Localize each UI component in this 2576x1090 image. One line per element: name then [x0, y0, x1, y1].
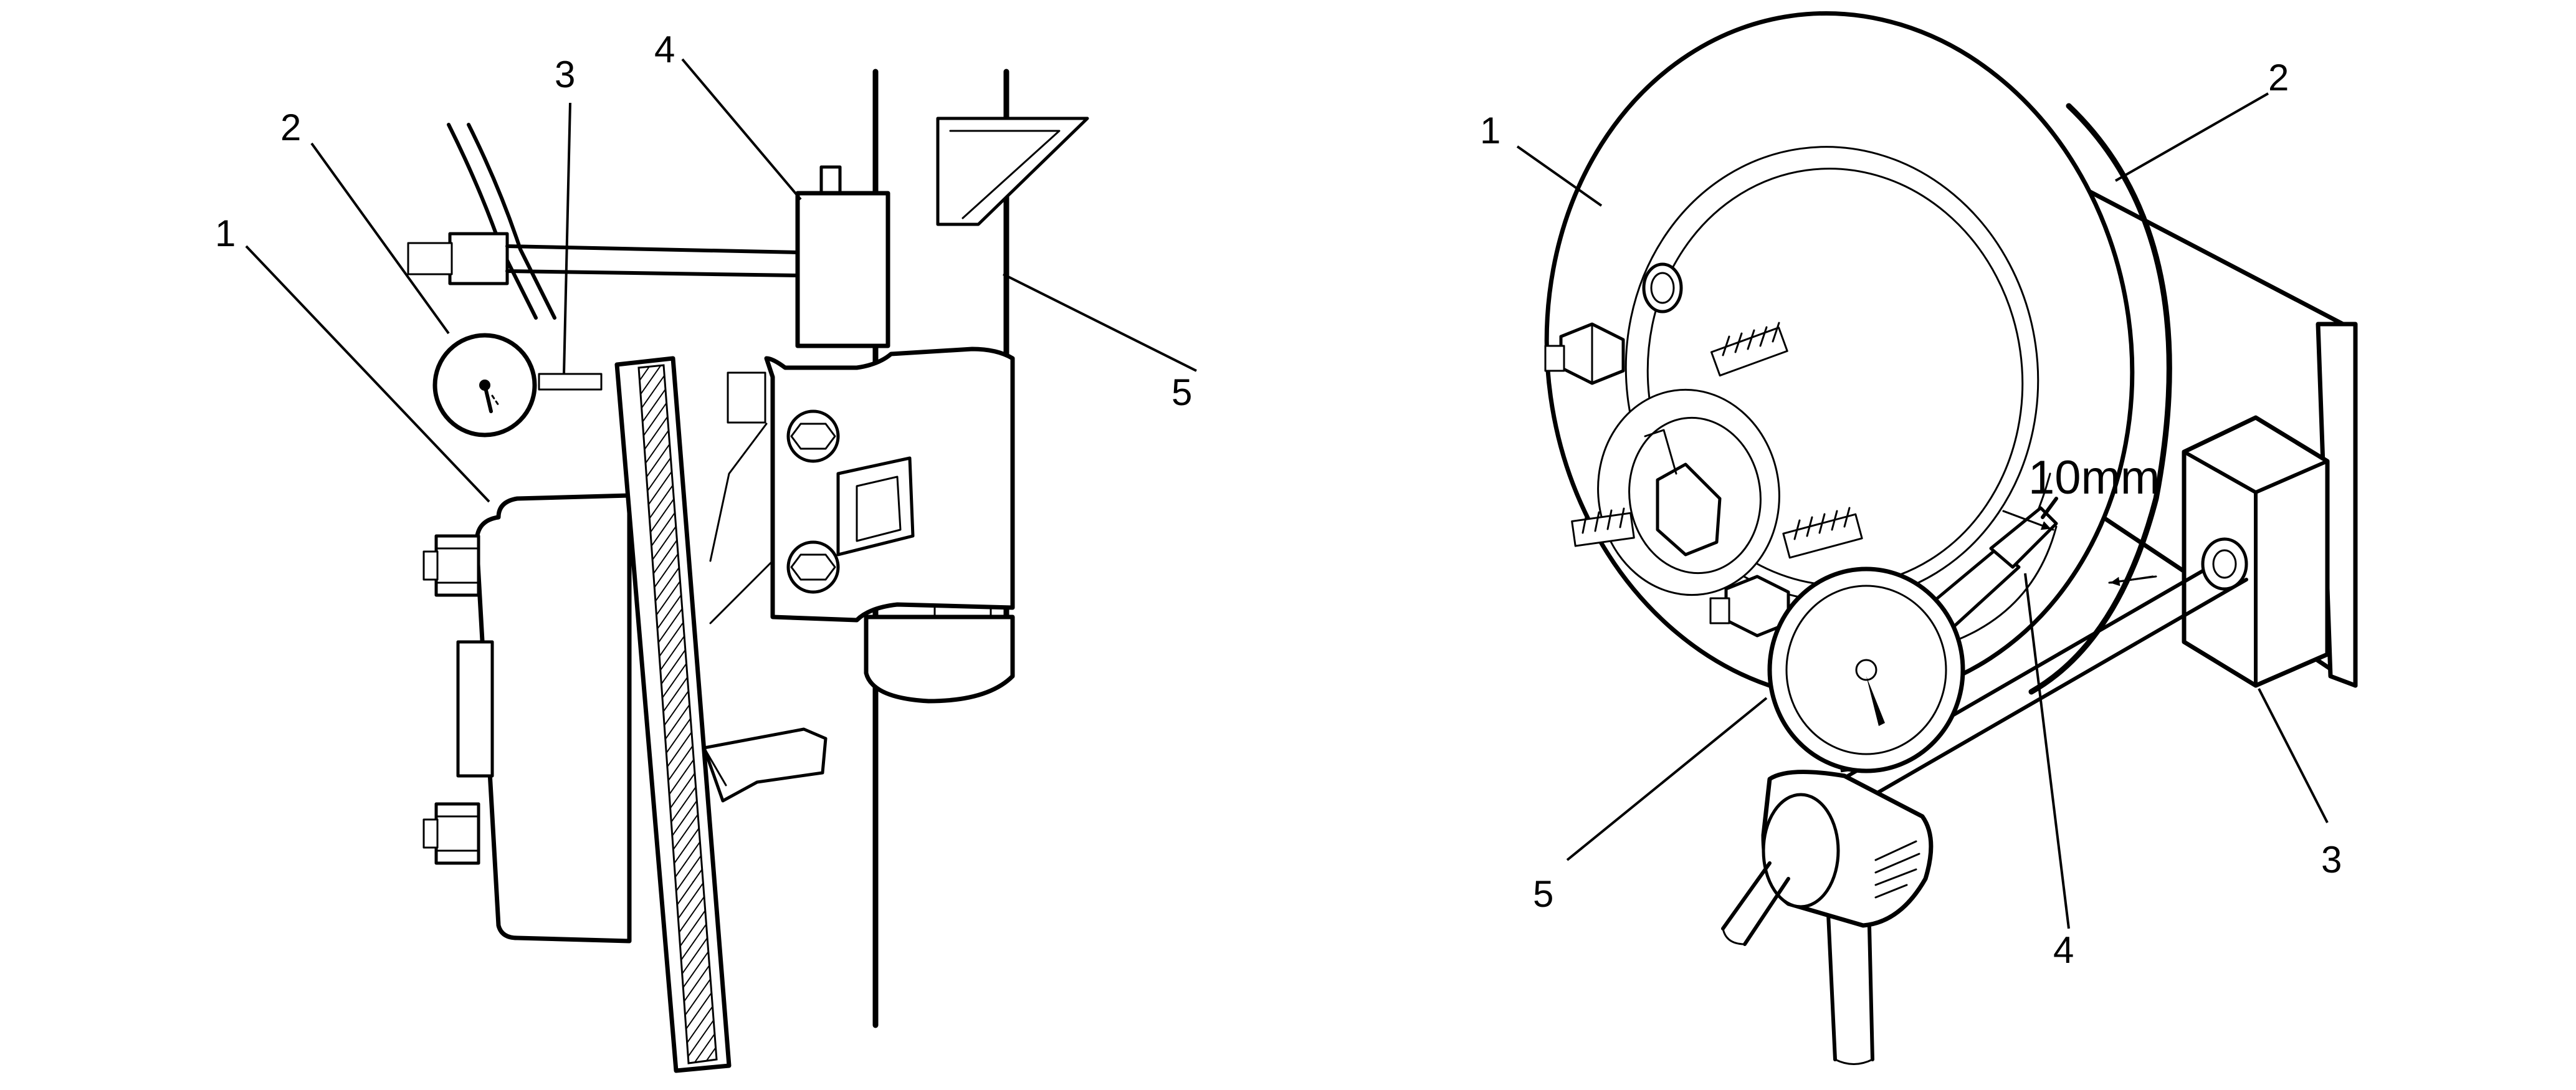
magnetic-base [795, 165, 890, 348]
right-callout-1: 1 [1480, 110, 1500, 151]
dial-gauge-arm [407, 123, 799, 320]
brake-disc-section [614, 356, 732, 1073]
dial-gauge-right [1767, 497, 2058, 773]
left-view-drawing [245, 58, 1197, 1073]
wheel-hub [422, 493, 632, 944]
dial-gauge-left [432, 333, 603, 437]
wheel-stud [1571, 507, 1635, 547]
right-view-drawing: 10mm [1516, 11, 2358, 1065]
wheel-stud [1710, 322, 1788, 377]
wheel-nut [422, 802, 480, 865]
lower-bracket [702, 727, 828, 803]
right-callout-4: 4 [2053, 929, 2074, 971]
caliper-carrier [709, 347, 1015, 624]
dimension-label: 10mm [2028, 451, 2160, 504]
left-callout-5: 5 [1171, 371, 1192, 413]
right-callout-2: 2 [2268, 57, 2289, 98]
left-callout-1: 1 [215, 213, 236, 254]
right-callout-3: 3 [2321, 839, 2342, 881]
stud-hole [1642, 262, 1683, 313]
left-callout-4: 4 [654, 29, 675, 70]
wheel-stud [1782, 507, 1863, 559]
suspension-strut [864, 69, 1089, 1028]
magnetic-base-right [2182, 415, 2330, 688]
dimension-10mm [2002, 510, 2157, 586]
wheel-nut [1544, 322, 1625, 385]
left-callout-2: 2 [280, 107, 301, 148]
right-callout-5: 5 [1533, 873, 1553, 915]
right-callout-leaders [1516, 92, 2329, 929]
left-callout-leaders [245, 58, 1197, 503]
wheel-nut [422, 534, 480, 597]
left-callout-3: 3 [555, 54, 575, 95]
gauge-clamp [1721, 770, 1934, 946]
